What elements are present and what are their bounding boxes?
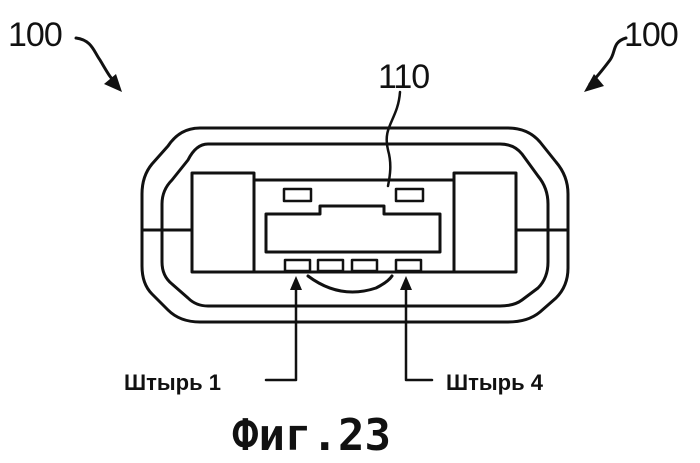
pin-contact-3	[352, 260, 377, 271]
leader-arrow-left	[76, 38, 122, 92]
figure-caption: Фиг.23	[232, 410, 391, 461]
ref-label-right: 100	[624, 16, 678, 54]
side-block-left	[192, 173, 254, 272]
ref-label-inner: 110	[378, 58, 429, 96]
pin-4-label: Штырь 4	[446, 370, 544, 395]
latch-curve	[308, 276, 392, 292]
pin-1-label: Штырь 1	[124, 370, 221, 395]
side-block-right	[454, 173, 516, 272]
leader-line-inner	[387, 92, 400, 186]
pin-4-leader	[400, 276, 432, 380]
pin-1-leader	[266, 276, 302, 380]
keyed-cavity	[266, 206, 440, 252]
ref-label-left: 100	[8, 16, 62, 54]
top-contact-left	[284, 189, 311, 201]
pin-contact-1	[285, 260, 310, 271]
leader-arrow-right	[584, 38, 626, 92]
top-contact-right	[396, 189, 423, 201]
pin-contact-4	[396, 260, 421, 271]
pin-contact-2	[318, 260, 343, 271]
inner-housing	[162, 144, 548, 306]
